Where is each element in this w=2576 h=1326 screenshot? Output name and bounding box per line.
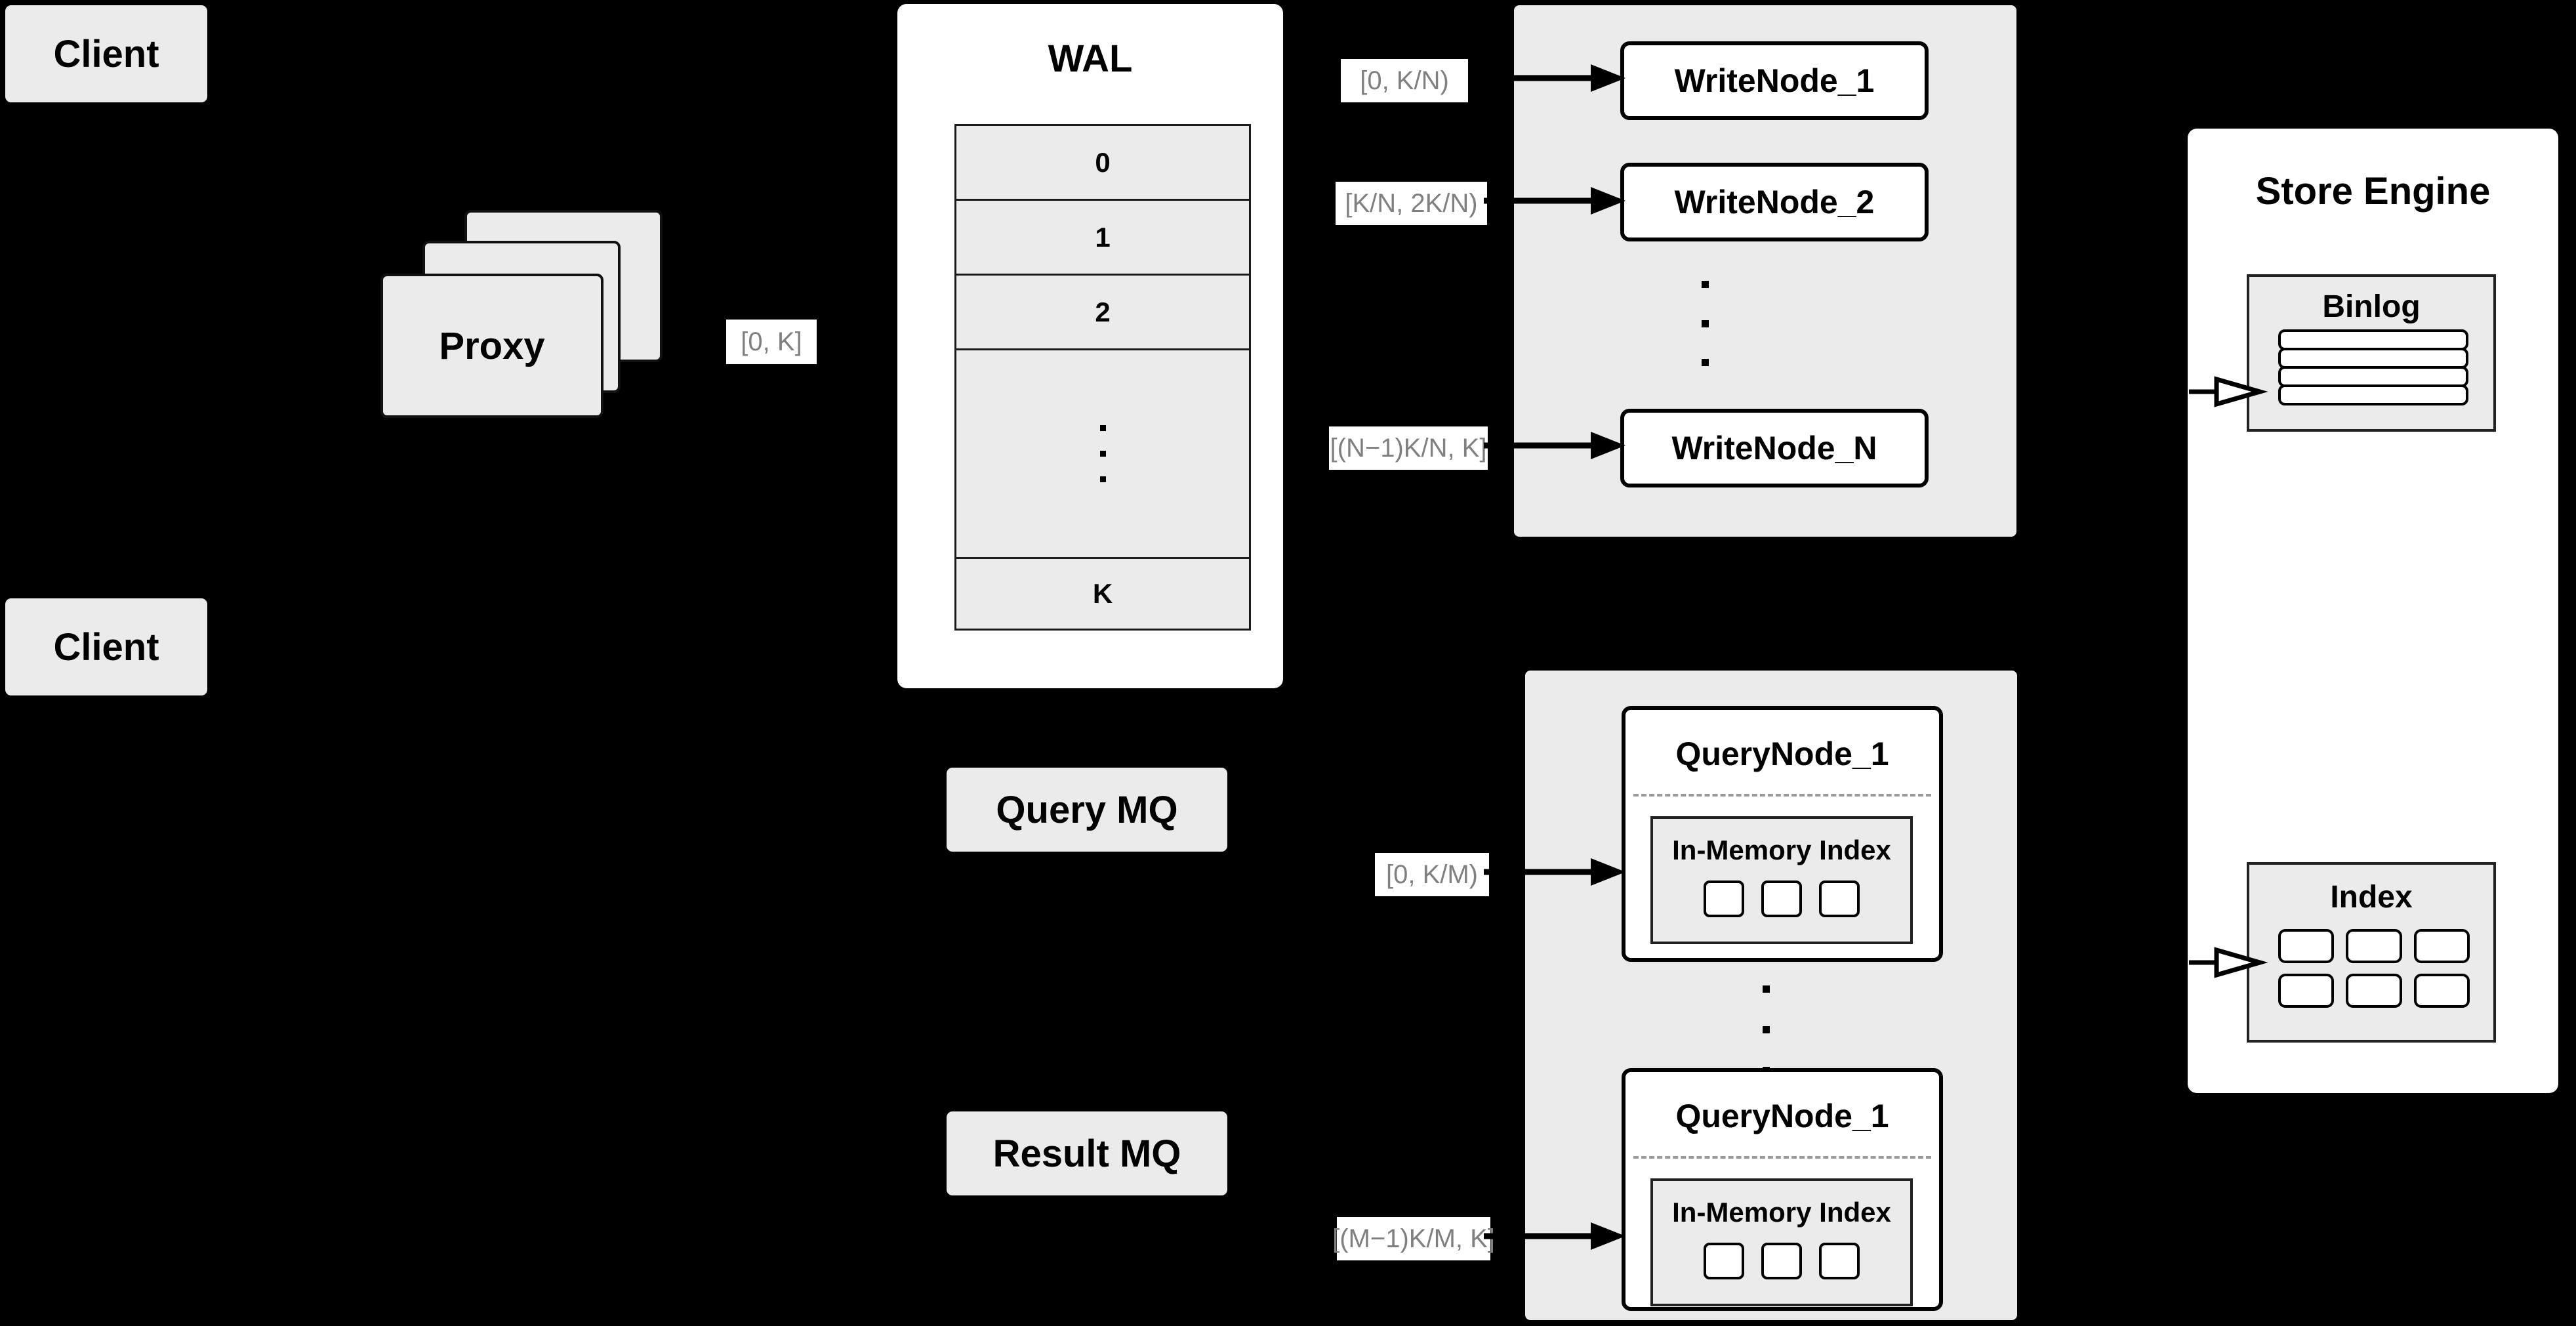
in-memory-index-m-cells — [1653, 1243, 1910, 1279]
ellipsis-dot — [1701, 359, 1709, 366]
ellipsis-dot — [1099, 451, 1106, 457]
binlog-title: Binlog — [2322, 289, 2421, 324]
write-node-2-label: WriteNode_2 — [1674, 184, 1875, 220]
query-node-1-divider — [1633, 794, 1931, 797]
wal-card: WAL 0 1 2 K — [897, 4, 1283, 688]
proxy-stack[interactable]: Proxy — [380, 210, 663, 433]
arrow-to-query-node-1 — [1484, 858, 1625, 886]
ellipsis-dot — [1099, 476, 1106, 482]
index-cell — [2278, 929, 2335, 963]
wal-row: 2 — [956, 276, 1249, 350]
index-cell — [2346, 974, 2402, 1008]
index-title: Index — [2330, 880, 2413, 915]
store-engine-title: Store Engine — [2255, 170, 2491, 213]
query-mq-box[interactable]: Query MQ — [947, 768, 1227, 852]
store-engine-card: Store Engine Binlog Index — [2188, 129, 2558, 1093]
wal-title: WAL — [1048, 37, 1133, 80]
ellipsis-dot — [1762, 1026, 1770, 1033]
index-cell — [1704, 881, 1744, 917]
client-label-2: Client — [53, 625, 159, 669]
arrow-to-query-node-m — [1484, 1222, 1625, 1250]
range-label-write-n: [(N−1)K/N, K] — [1329, 426, 1488, 470]
write-node-ellipsis — [1700, 281, 1709, 366]
result-mq-label: Result MQ — [992, 1132, 1181, 1175]
index-cell — [2278, 974, 2335, 1008]
query-node-ellipsis — [1761, 985, 1770, 1074]
write-node-n[interactable]: WriteNode_N — [1620, 409, 1929, 487]
ellipsis-dot — [1762, 985, 1770, 993]
client-box-1[interactable]: Client — [5, 5, 207, 102]
binlog-row — [2278, 384, 2468, 405]
in-memory-index-1: In-Memory Index — [1650, 816, 1913, 944]
wal-row: 1 — [956, 201, 1249, 276]
index-cell — [2346, 929, 2402, 963]
arrow-to-index — [2189, 947, 2268, 978]
in-memory-index-1-cells — [1653, 881, 1910, 917]
arrow-to-write-node-2 — [1484, 187, 1625, 215]
in-memory-index-m-title: In-Memory Index — [1672, 1197, 1891, 1228]
proxy-label: Proxy — [439, 324, 545, 367]
index-cell — [1819, 1243, 1860, 1279]
ellipsis-dot — [1099, 425, 1106, 431]
index-cell — [2413, 974, 2470, 1008]
range-label-write-1: [0, K/N) — [1341, 59, 1468, 102]
binlog-row-stack — [2278, 329, 2468, 405]
index-section: Index — [2247, 862, 2496, 1043]
query-node-m[interactable]: QueryNode_1 In-Memory Index — [1622, 1068, 1943, 1311]
client-box-2[interactable]: Client — [5, 598, 207, 695]
index-cell — [1704, 1243, 1744, 1279]
index-grid — [2278, 929, 2470, 1008]
index-cell — [1761, 881, 1802, 917]
proxy-front-card[interactable]: Proxy — [380, 274, 603, 418]
in-memory-index-1-title: In-Memory Index — [1672, 835, 1891, 865]
result-mq-box[interactable]: Result MQ — [947, 1111, 1227, 1195]
arrow-to-write-node-1 — [1476, 64, 1625, 92]
query-node-group: QueryNode_1 In-Memory Index QueryNode_1 … — [1525, 671, 2017, 1320]
binlog-section: Binlog — [2247, 274, 2496, 432]
write-node-n-label: WriteNode_N — [1671, 430, 1877, 466]
client-label-1: Client — [53, 32, 159, 75]
range-label-query-1: [0, K/M) — [1375, 853, 1489, 896]
write-node-1[interactable]: WriteNode_1 — [1620, 41, 1929, 120]
query-mq-label: Query MQ — [996, 788, 1178, 831]
wal-row-ellipsis — [956, 350, 1249, 559]
ellipsis-dot — [1701, 281, 1709, 288]
index-cell — [1761, 1243, 1802, 1279]
write-node-2[interactable]: WriteNode_2 — [1620, 163, 1929, 241]
ellipsis-dot — [1701, 320, 1709, 327]
write-node-1-label: WriteNode_1 — [1674, 62, 1875, 99]
range-label-query-m: [(M−1)K/M, K] — [1332, 1217, 1495, 1260]
wal-row-stack: 0 1 2 K — [954, 124, 1251, 631]
arrow-to-write-node-n — [1484, 432, 1625, 459]
wal-row: 0 — [956, 126, 1249, 201]
range-label-proxy-to-wal: [0, K] — [726, 320, 817, 364]
query-node-1[interactable]: QueryNode_1 In-Memory Index — [1622, 706, 1943, 962]
query-node-m-label: QueryNode_1 — [1675, 1098, 1889, 1134]
wal-row: K — [956, 559, 1249, 629]
index-cell — [1819, 881, 1860, 917]
arrow-to-binlog — [2189, 376, 2268, 407]
query-node-1-label: QueryNode_1 — [1675, 736, 1889, 772]
range-label-write-2: [K/N, 2K/N) — [1336, 182, 1487, 225]
in-memory-index-m: In-Memory Index — [1650, 1178, 1913, 1306]
query-node-m-divider — [1633, 1156, 1931, 1159]
index-cell — [2413, 929, 2470, 963]
write-node-group: WriteNode_1 WriteNode_2 WriteNode_N — [1514, 5, 2016, 537]
